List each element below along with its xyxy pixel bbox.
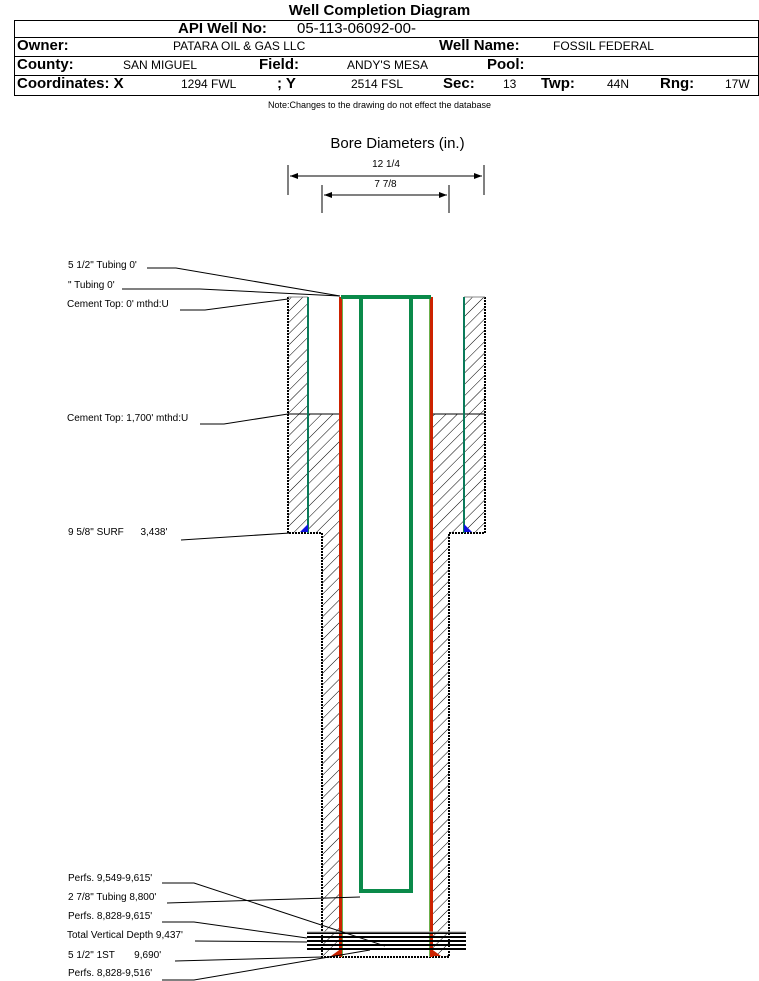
rng-value: 17W [725,77,750,91]
production-casing-right [430,297,433,957]
sec-label: Sec: [443,75,475,92]
header-row-coords: Coordinates: X 1294 FWL ; Y 2514 FSL Sec… [15,75,758,95]
callout-cement-top-1700: Cement Top: 1,700' mthd:U [67,413,189,424]
leader-prod-casing [174,956,323,962]
county-label: County: [17,56,74,73]
callout-prod-casing: 5 1/2" 1ST 9,690' [68,950,162,961]
well-header-table: API Well No: 05-113-06092-00- Owner: PAT… [14,20,759,96]
tubing-left-wall [359,297,363,893]
sec-value: 13 [503,77,517,91]
production-casing-left [339,297,342,957]
coord-x-value: 1294 FWL [181,77,237,91]
perforations [307,932,466,950]
api-value: 05-113-06092-00- [297,20,416,37]
bore-diameter-label-2: 7 7/8 [374,179,397,190]
hole-wall [287,297,486,958]
callout-cement-top-0: Cement Top: 0' mthd:U [67,299,169,310]
callout-perfs-1: Perfs. 9,549-9,615' [68,873,153,884]
tubing-right-wall [409,297,413,893]
tubing-bottom [359,889,413,893]
well-name-value: FOSSIL FEDERAL [553,39,654,53]
bore-diameters-title: Bore Diameters (in.) [330,135,465,152]
header-row-api: API Well No: 05-113-06092-00- [15,21,758,37]
production-cement-upper-right [432,414,464,533]
api-label: API Well No: [178,20,267,37]
database-note: Note:Changes to the drawing do not effec… [268,100,491,110]
twp-label: Twp: [541,75,575,92]
rng-label: Rng: [660,75,695,92]
leader-tubing-blank [122,288,341,297]
well-name-label: Well Name: [439,37,520,54]
header-row-county: County: SAN MIGUEL Field: ANDY'S MESA Po… [15,56,758,75]
leader-cement-top-1700 [200,413,289,425]
dimension-7-7-8 [321,185,450,213]
leader-perfs-2 [162,921,308,939]
callout-tubing-5-5: 5 1/2" Tubing 0' [68,260,137,271]
callout-perfs-2: Perfs. 8,828-9,615' [68,911,153,922]
owner-label: Owner: [17,37,69,54]
callout-perfs-3: Perfs. 8,828-9,516' [68,968,153,979]
field-label: Field: [259,56,299,73]
callout-tvd: Total Vertical Depth 9,437' [67,930,183,941]
coord-x-label: Coordinates: X [17,75,124,92]
surface-shoe-right [464,524,472,532]
diagram-title: Well Completion Diagram [288,2,471,19]
header-row-owner: Owner: PATARA OIL & GAS LLC Well Name: F… [15,37,758,56]
leader-surf-casing [180,532,291,541]
leader-tubing-5-5 [147,267,341,297]
bore-diameter-label-1: 12 1/4 [372,159,400,170]
callout-tubing-2-7: 2 7/8" Tubing 8,800' [68,892,157,903]
leader-perfs-3 [162,949,371,981]
dimension-12-1-4 [287,165,485,195]
callout-tubing-blank: " Tubing 0' [68,280,115,291]
coord-y-value: 2514 FSL [351,77,404,91]
pool-label: Pool: [487,56,525,73]
owner-value: PATARA OIL & GAS LLC [173,39,306,53]
leader-perfs-1 [162,882,386,947]
production-cement-lower-left [322,533,340,957]
leader-tubing-2-7 [166,896,361,904]
coord-y-label: ; Y [277,75,296,92]
surface-cement-left [288,297,308,533]
leader-cement-top-0 [180,298,289,311]
surface-cement-right [464,297,485,533]
field-value: ANDY'S MESA [347,58,428,72]
production-cement-upper-left [308,414,340,533]
surface-shoe-left [300,524,308,532]
tubing-top-cap [341,295,431,299]
county-value: SAN MIGUEL [123,58,198,72]
twp-value: 44N [607,77,630,91]
leader-tvd [194,940,308,943]
production-cement-lower-right [432,533,449,957]
callout-surf-casing: 9 5/8" SURF 3,438' [68,527,168,538]
